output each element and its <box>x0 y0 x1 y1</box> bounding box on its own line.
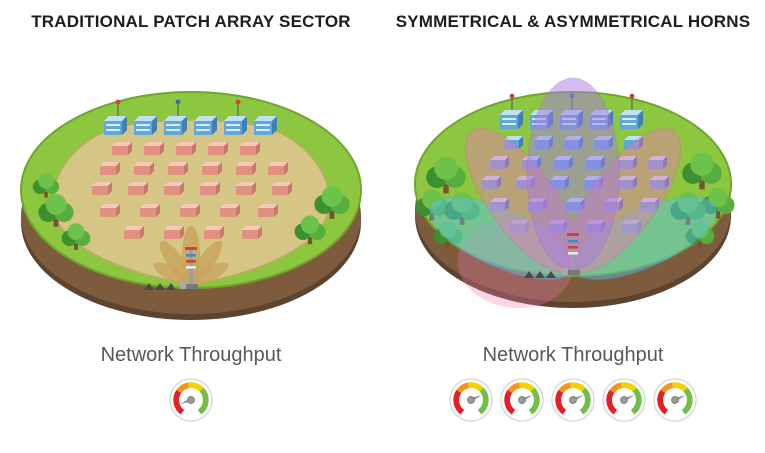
right-title: SYMMETRICAL & ASYMMETRICAL HORNS <box>395 12 751 31</box>
left-panel: TRADITIONAL PATCH ARRAY SECTOR <box>0 0 382 453</box>
speedometer-gauge-icon <box>168 377 214 423</box>
horn-beam-fans <box>429 77 717 309</box>
speedometer-gauge-icon <box>550 377 596 423</box>
right-panel: SYMMETRICAL & ASYMMETRICAL HORNS <box>382 0 764 453</box>
left-throughput-label: Network Throughput <box>100 344 282 366</box>
speedometer-gauge-icon <box>601 377 647 423</box>
right-throughput-label: Network Throughput <box>482 344 664 366</box>
right-throughput-gauges <box>448 377 698 423</box>
left-throughput-gauges <box>168 377 214 423</box>
right-illustration <box>414 77 735 309</box>
base-station-row <box>104 99 277 135</box>
speedometer-gauge-icon <box>652 377 698 423</box>
sector-coverage-area <box>51 119 331 286</box>
speedometer-gauge-icon <box>448 377 494 423</box>
left-illustration <box>20 91 362 320</box>
left-title: TRADITIONAL PATCH ARRAY SECTOR <box>31 12 351 31</box>
speedometer-gauge-icon <box>499 377 545 423</box>
